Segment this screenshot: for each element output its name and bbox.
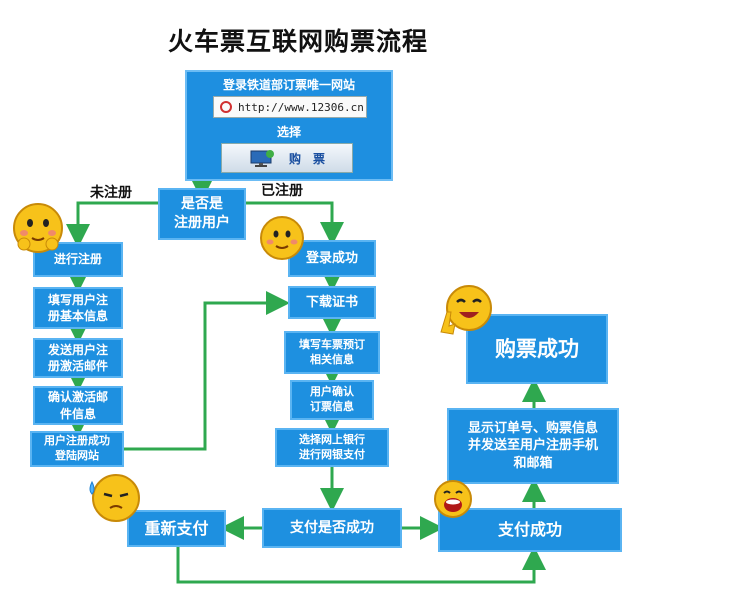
step-download-certificate-label: 下载证书 <box>305 294 358 310</box>
purchase-success-box: 购票成功 <box>466 314 608 384</box>
step-send-activation-email: 发送用户注 册激活邮件 <box>33 338 123 378</box>
browser-icon <box>220 101 232 113</box>
site-heading: 登录铁道部订票唯一网站 <box>222 78 355 92</box>
step-online-bank-payment: 选择网上银行 进行网银支付 <box>275 428 389 467</box>
step-fill-ticket-info-line2: 相关信息 <box>310 352 354 366</box>
monitor-icon <box>250 149 274 167</box>
smiley-face-icon <box>13 203 63 253</box>
smiley-face-icon <box>440 285 492 335</box>
repay-label: 重新支付 <box>144 518 209 538</box>
order-notification-line1: 显示订单号、购票信息 <box>467 420 598 436</box>
page-title: 火车票互联网购票流程 <box>168 27 429 56</box>
decision-line-1: 是否是 <box>181 196 223 213</box>
smiley-face-icon <box>260 216 304 260</box>
buy-ticket-label: 购 票 <box>288 151 325 166</box>
order-notification-line2: 并发送至用户注册手机 <box>467 438 598 454</box>
payment-check-label: 支付是否成功 <box>290 519 374 536</box>
payment-success-label: 支付成功 <box>497 520 562 540</box>
step-fill-user-info-line1: 填写用户注 <box>47 292 108 307</box>
payment-check-box: 支付是否成功 <box>262 508 402 548</box>
step-confirm-order-line2: 订票信息 <box>310 400 354 413</box>
order-notification-line3: 和邮箱 <box>513 455 553 471</box>
purchase-success-label: 购票成功 <box>495 336 579 361</box>
step-registration-complete-line2: 登陆网站 <box>55 449 99 462</box>
order-notification-box: 显示订单号、购票信息 并发送至用户注册手机 和邮箱 <box>447 408 619 484</box>
step-login-success-label: 登录成功 <box>305 250 358 266</box>
step-login-success: 登录成功 <box>288 240 376 277</box>
repay-box: 重新支付 <box>127 510 226 547</box>
step-online-bank-payment-line1: 选择网上银行 <box>299 432 365 446</box>
step-fill-user-info-line2: 册基本信息 <box>47 309 108 323</box>
step-send-activation-email-line2: 册激活邮件 <box>47 359 108 373</box>
decision-line-2: 注册用户 <box>174 215 230 231</box>
step-fill-user-info: 填写用户注 册基本信息 <box>33 287 123 329</box>
step-confirm-activation-line1: 确认激活邮 <box>47 390 108 405</box>
railway-website-panel: 登录铁道部订票唯一网站 http://www.12306.cn 选择 购 票 <box>185 70 393 181</box>
url-bar: http://www.12306.cn <box>213 96 367 118</box>
registration-decision-box: 是否是 注册用户 <box>158 188 246 240</box>
smiley-face-icon <box>89 474 140 522</box>
select-label: 选择 <box>276 125 301 139</box>
smiley-face-icon <box>434 480 472 518</box>
step-fill-ticket-info-line1: 填写车票预订 <box>299 337 365 351</box>
branch-label-registered: 已注册 <box>261 183 303 199</box>
buy-ticket-panel: 购 票 <box>221 143 353 173</box>
step-confirm-activation: 确认激活邮 件信息 <box>33 386 123 425</box>
step-registration-complete-line1: 用户注册成功 <box>44 434 110 448</box>
step-register-label: 进行注册 <box>53 252 102 267</box>
step-confirm-activation-line2: 件信息 <box>59 406 96 421</box>
branch-label-unregistered: 未注册 <box>90 185 132 201</box>
url-text: http://www.12306.cn <box>238 100 364 114</box>
step-confirm-order-line1: 用户确认 <box>310 385 354 399</box>
step-confirm-order: 用户确认 订票信息 <box>290 380 374 420</box>
step-registration-complete: 用户注册成功 登陆网站 <box>30 431 124 467</box>
step-download-certificate: 下载证书 <box>288 286 376 319</box>
step-online-bank-payment-line2: 进行网银支付 <box>299 447 365 461</box>
step-send-activation-email-line1: 发送用户注 <box>47 342 108 357</box>
payment-success-box: 支付成功 <box>438 508 622 552</box>
step-fill-ticket-info: 填写车票预订 相关信息 <box>284 331 380 374</box>
